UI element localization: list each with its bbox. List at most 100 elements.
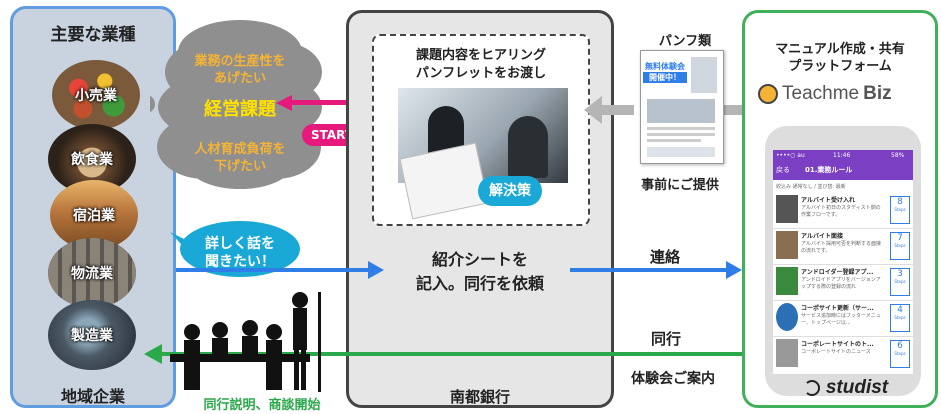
item-title: コーポレートサイトのト... <box>801 341 874 348</box>
item-thumbnail <box>776 195 798 223</box>
item-title: アルバイト面接 <box>801 233 843 240</box>
item-sub: サービス追加時にはフッターメニュー、トップページ以... <box>801 313 881 326</box>
industry-label: 製造業 <box>71 328 113 344</box>
pamphlet-text-line <box>647 133 715 136</box>
platform-title-line1: マニュアル作成・共有 <box>775 42 905 57</box>
cloud-line2: あげたい <box>213 71 266 86</box>
industry-manufacturing: 製造業 <box>48 300 136 370</box>
bank-name: 南都銀行 <box>449 388 510 406</box>
businessman-figure <box>508 116 548 178</box>
pamphlet-heading-2: 開催中！ <box>643 72 687 83</box>
logo-text-teach: Teach <box>782 83 833 104</box>
hearing-line1: 課題内容をヒアリング <box>415 48 546 63</box>
steps-count: 7 <box>897 233 903 243</box>
wordpress-icon <box>776 303 798 331</box>
phone-status-time: 11:46 <box>833 152 851 159</box>
request-arrow-line <box>176 268 372 272</box>
contact-label: 連絡 <box>649 248 680 266</box>
industry-label: 飲食業 <box>71 152 113 168</box>
accompany-line <box>158 352 742 356</box>
steps-word: Steps <box>894 351 906 356</box>
pamphlet-table <box>647 147 715 157</box>
steps-count: 6 <box>897 341 903 351</box>
item-thumbnail <box>776 339 798 367</box>
hearing-line2: パンフレットをお渡し <box>415 66 547 81</box>
accompany-arrow-head <box>144 344 162 364</box>
pamphlet-arrow-line-right <box>724 105 742 115</box>
studist-logo-text: studist <box>825 377 889 398</box>
pamphlet-title: パンフ類 <box>658 34 712 49</box>
manufacturing-photo <box>48 300 136 370</box>
phone-screen: ••••○ au 11:46 58% 戻る 01.業務ルール 絞込み 通常なし … <box>773 150 913 374</box>
thought-cloud <box>150 20 322 189</box>
item-title: アルバイト受け入れ <box>801 197 855 204</box>
retail-photo <box>52 60 140 130</box>
phone-status-right: 58% <box>891 152 905 159</box>
industry-logistics: 物流業 <box>48 238 136 308</box>
teachme-logo-icon <box>758 84 778 104</box>
bottom-caption: 同行説明、商談開始 <box>203 398 321 413</box>
cloud-main-issue: 経営課題 <box>204 99 276 120</box>
item-sub: アルバイト初日のスタディスト側の作業フローです。 <box>801 205 881 218</box>
request-arrow-head <box>368 261 384 279</box>
phone-header <box>773 150 913 180</box>
phone-status-left: ••••○ au <box>776 152 805 159</box>
intro-line2: 記入。同行を依頼 <box>415 274 544 293</box>
platform-title-line2: プラットフォーム <box>788 59 892 74</box>
meeting-silhouette <box>170 292 321 392</box>
intro-line1: 紹介シートを <box>431 250 528 269</box>
trial-guide-label: 体験会ご案内 <box>631 371 715 387</box>
magenta-arrow <box>276 95 374 111</box>
item-sub: アンドロイドアプリをバージョンアップする際の登録の流れ <box>801 277 881 290</box>
steps-word: Steps <box>894 243 906 248</box>
pamphlet-text-line <box>647 127 715 130</box>
pamphlet-heading-1: 無料体験会 <box>645 62 685 71</box>
detail-speech-bubble <box>170 221 300 277</box>
pamphlet-text-line <box>647 139 701 142</box>
left-panel-footer: 地域企業 <box>60 387 125 406</box>
item-title: アンドロイダー登録アプ... <box>801 269 874 276</box>
item-thumbnail <box>776 231 798 259</box>
industry-retail: 小売業 <box>52 60 140 130</box>
steps-word: Steps <box>894 315 906 320</box>
phone-filter[interactable]: 絞込み 通常なし / 並び替: 最新 <box>776 184 846 190</box>
pamphlet-document: 無料体験会 開催中！ <box>640 50 724 164</box>
steps-count: 4 <box>897 305 903 315</box>
phone-back-button[interactable]: 戻る <box>776 166 790 174</box>
logo-text-me: me <box>832 83 860 104</box>
item-title: コーポサイト更新（サー... <box>801 305 874 312</box>
steps-word: Steps <box>894 207 906 212</box>
industry-label: 宿泊業 <box>73 208 115 224</box>
phone-list-item[interactable]: コーポサイト更新（サー... サービス追加時にはフッターメニュー、トップページ以… <box>773 300 913 337</box>
studist-logo-icon <box>803 380 820 396</box>
item-sub: アルバイト採用可否を判断する面接の流れです。 <box>801 241 881 254</box>
steps-count: 3 <box>897 269 903 279</box>
pamphlet-photo <box>647 99 715 123</box>
cloud-line4: 下げたい <box>213 159 266 174</box>
solution-badge: 解決策 <box>478 176 542 206</box>
phone-list-item[interactable]: アンドロイダー登録アプ... アンドロイドアプリをバージョンアップする際の登録の… <box>773 264 913 301</box>
steps-word: Steps <box>894 279 906 284</box>
industry-label: 小売業 <box>75 88 117 104</box>
studist-logo: studist <box>776 376 916 400</box>
accompany-label: 同行 <box>650 330 681 348</box>
smartphone: ••••○ au 11:46 58% 戻る 01.業務ルール 絞込み 通常なし … <box>765 126 921 396</box>
cloud-line3: 人材育成負荷を <box>194 142 286 157</box>
cloud-line1: 業務の生産性を <box>194 54 286 69</box>
item-sub: コーポレートサイトのニュース <box>801 349 871 355</box>
industry-label: 物流業 <box>71 266 113 282</box>
left-panel-title: 主要な業種 <box>50 25 136 45</box>
pamphlet-person-image <box>691 57 717 93</box>
teachme-biz-logo: Teach me Biz <box>758 80 936 108</box>
pamphlet-arrow-line <box>598 105 634 115</box>
logistics-photo <box>48 238 136 308</box>
pamphlet-arrow-head <box>584 96 602 124</box>
